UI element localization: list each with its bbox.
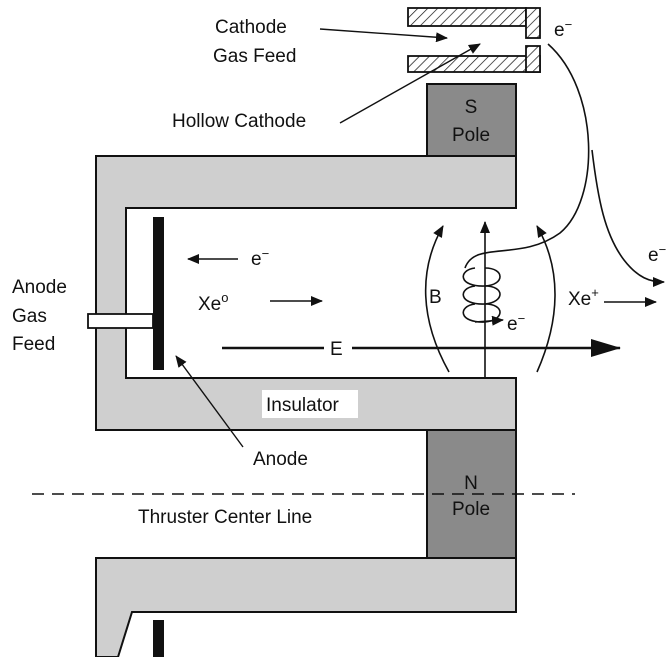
- thruster-center-line-label: Thruster Center Line: [138, 507, 312, 528]
- anode-plate-lower: [153, 620, 164, 657]
- electric-field-label-box: [324, 336, 352, 360]
- electron-spiral-label: e−: [507, 311, 525, 335]
- thruster-body-upper: [95, 155, 517, 431]
- electron-cathode-label: e−: [554, 17, 572, 41]
- xenon-ion-label: Xe+: [568, 285, 599, 310]
- insulator-label-box: [262, 390, 358, 418]
- electron-exit-label: e−: [648, 242, 666, 266]
- hollow-cathode: [407, 7, 541, 73]
- electron-back-label: e−: [251, 246, 269, 270]
- insulator-label: Insulator: [266, 395, 340, 416]
- xenon-neutral-label: Xeo: [198, 290, 228, 315]
- anode-gas-feed-label-2: Gas: [12, 306, 47, 327]
- s-pole: [426, 83, 517, 157]
- anode-plate: [153, 217, 164, 370]
- cathode-gas-feed-label-1: Cathode: [215, 17, 287, 38]
- hollow-cathode-label: Hollow Cathode: [172, 111, 306, 132]
- cathode-gas-feed-label-2: Gas Feed: [213, 46, 296, 67]
- electron-trajectory: [462, 43, 665, 326]
- n-pole-label-1: N: [464, 473, 478, 494]
- electric-field-label: E: [330, 339, 343, 360]
- magnetic-field-label: B: [429, 287, 442, 308]
- anode-gas-feed-label-1: Anode: [12, 277, 67, 298]
- anode-gas-feed-pipe: [87, 313, 154, 329]
- thruster-body-lower: [95, 557, 517, 657]
- particle-arrows: [187, 254, 657, 307]
- anode-label: Anode: [253, 449, 308, 470]
- anode-gas-feed-label-3: Feed: [12, 334, 55, 355]
- s-pole-label-1: S: [465, 97, 478, 118]
- n-pole-label-2: Pole: [452, 499, 490, 520]
- leader-arrows: [175, 28, 481, 448]
- s-pole-label-2: Pole: [452, 125, 490, 146]
